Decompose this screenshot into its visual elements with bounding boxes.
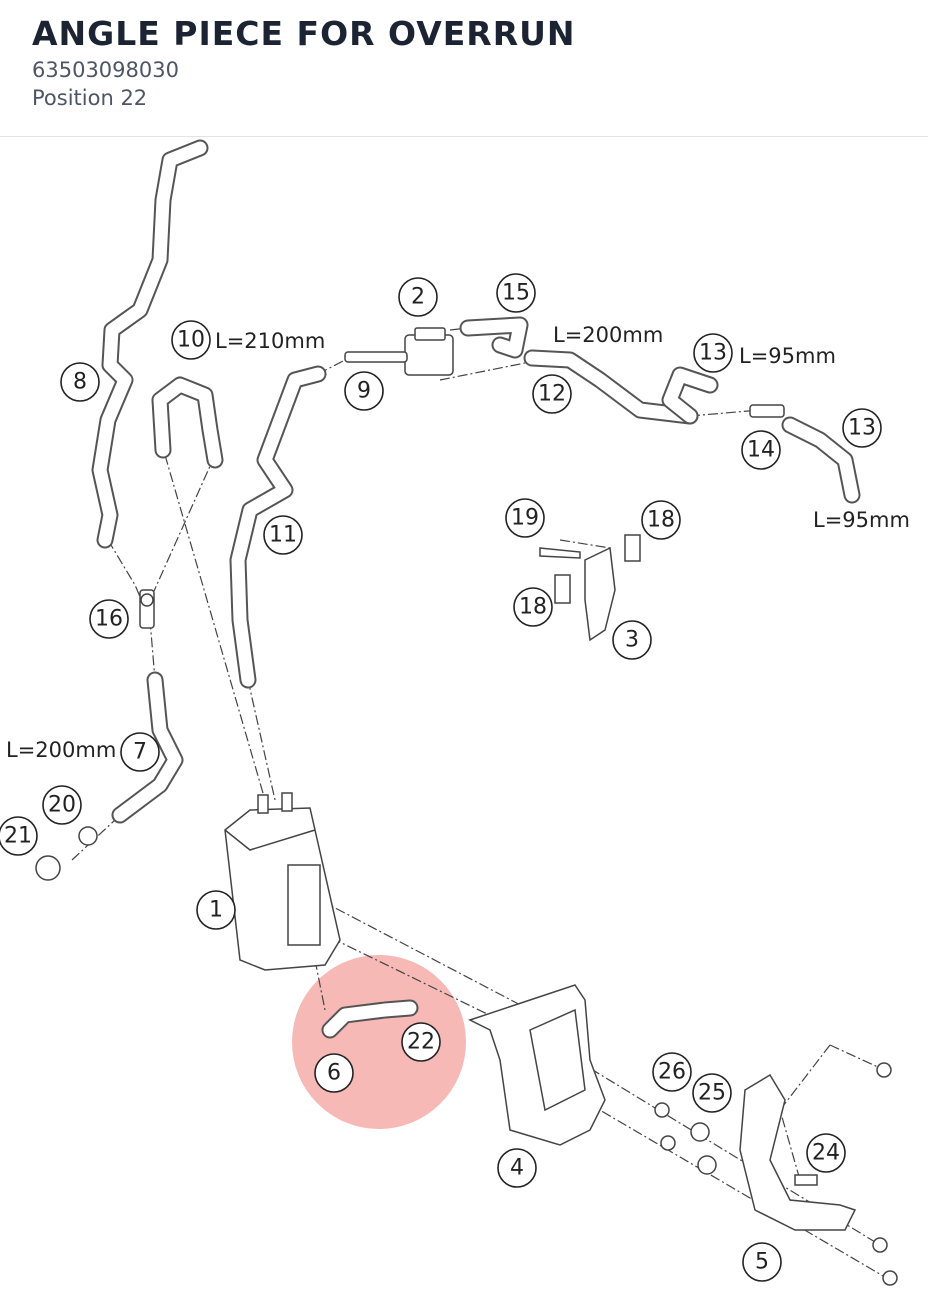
callout-7: 7 — [120, 732, 160, 772]
callout-label: 18 — [519, 595, 547, 620]
callout-2: 2 — [398, 277, 438, 317]
clamp-21-20 — [35, 826, 98, 881]
callout-label: 11 — [269, 523, 297, 548]
bracket-3 — [539, 534, 641, 642]
callout-label: 3 — [625, 628, 639, 653]
dimension-label: L=210mm — [215, 329, 325, 353]
hose-8 — [91, 139, 209, 549]
hose-6-angle — [321, 999, 419, 1039]
callout-label: 21 — [4, 824, 32, 849]
fasteners-24-26 — [654, 1062, 898, 1286]
callout-label: 7 — [133, 740, 147, 765]
callout-14: 14 — [741, 430, 781, 470]
hose-11 — [229, 365, 327, 689]
hose-15 — [459, 316, 529, 359]
part-number: 63503098030 — [32, 58, 179, 82]
connector-16 — [139, 589, 155, 629]
hose-13-right — [781, 416, 861, 504]
valve-2 — [344, 327, 454, 376]
canister-1 — [224, 792, 341, 971]
callout-label: 24 — [812, 1141, 840, 1166]
callout-label: 4 — [510, 1156, 524, 1181]
dimension-label: L=95mm — [739, 344, 836, 368]
callout-9: 9 — [344, 371, 384, 411]
callout-15: 15 — [496, 273, 536, 313]
callout-1: 1 — [196, 890, 236, 930]
callout-12: 12 — [532, 374, 572, 414]
callout-label: 25 — [698, 1081, 726, 1106]
callout-25: 25 — [692, 1073, 732, 1113]
callout-label: 8 — [73, 370, 87, 395]
callout-label: 9 — [357, 379, 371, 404]
callout-label: 6 — [327, 1061, 341, 1086]
callout-label: 5 — [755, 1250, 769, 1275]
position-label: Position 22 — [32, 86, 148, 110]
callout-6: 6 — [314, 1053, 354, 1093]
callout-label: 19 — [511, 506, 539, 531]
callout-20: 20 — [42, 785, 82, 825]
callout-label: 13 — [699, 341, 727, 366]
hose-10 — [151, 376, 224, 469]
callout-21: 21 — [0, 816, 38, 856]
callout-3: 3 — [612, 620, 652, 660]
dimension-label: L=200mm — [553, 323, 663, 347]
callout-26: 26 — [652, 1052, 692, 1092]
callout-10: 10 — [171, 320, 211, 360]
callout-label: 26 — [658, 1060, 686, 1085]
callout-19: 19 — [505, 498, 545, 538]
hose-12 — [523, 349, 699, 425]
callout-11: 11 — [263, 515, 303, 555]
callout-13: 13 — [842, 408, 882, 448]
callout-label: 22 — [407, 1030, 435, 1055]
callout-5: 5 — [742, 1242, 782, 1282]
callout-label: 13 — [848, 416, 876, 441]
dimension-label: L=200mm — [6, 738, 116, 762]
callout-22: 22 — [401, 1022, 441, 1062]
callout-24: 24 — [806, 1133, 846, 1173]
callout-16: 16 — [89, 599, 129, 639]
callout-18: 18 — [513, 587, 553, 627]
callout-label: 10 — [177, 328, 205, 353]
hose-13-left — [661, 366, 719, 425]
callout-label: 1 — [209, 898, 223, 923]
bracket-4 — [468, 984, 606, 1146]
bracket-5 — [739, 1073, 857, 1231]
callout-label: 16 — [95, 607, 123, 632]
callout-label: 12 — [538, 382, 566, 407]
callout-8: 8 — [60, 362, 100, 402]
page-header: ANGLE PIECE FOR OVERRUN 63503098030 Posi… — [0, 0, 928, 137]
page-title: ANGLE PIECE FOR OVERRUN — [32, 14, 576, 53]
callout-label: 20 — [48, 793, 76, 818]
callout-18: 18 — [641, 500, 681, 540]
callout-label: 18 — [647, 508, 675, 533]
dimension-label: L=95mm — [813, 508, 910, 532]
connector-14 — [749, 404, 785, 418]
hose-7 — [111, 671, 184, 824]
callout-4: 4 — [497, 1148, 537, 1188]
callout-label: 15 — [502, 281, 530, 306]
callout-label: 14 — [747, 438, 775, 463]
callout-label: 2 — [411, 285, 425, 310]
callout-13: 13 — [693, 333, 733, 373]
